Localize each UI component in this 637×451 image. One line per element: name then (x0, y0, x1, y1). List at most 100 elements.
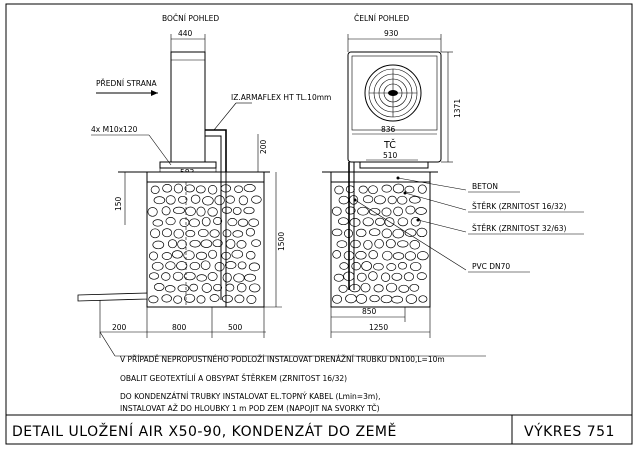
gravel-stone (150, 228, 161, 239)
gravel-stone (177, 284, 190, 293)
gravel-stone (332, 294, 343, 304)
gravel-stone (333, 273, 344, 282)
gravel-stone (184, 184, 195, 193)
label-pvc: PVC DN70 (472, 262, 510, 271)
gravel-stone (392, 183, 405, 194)
note-line-4: INSTALOVAT AŽ DO HLOUBKY 1 m POD ZEM (NA… (120, 404, 380, 413)
svg-text:1250: 1250 (369, 323, 388, 332)
gravel-stone (212, 239, 223, 248)
gravel-stone (368, 185, 378, 195)
dim-side-bottom: 200 800 500 (99, 300, 266, 338)
gravel-stone (416, 272, 427, 280)
gravel-stone (185, 206, 196, 216)
gravel-stone (167, 239, 178, 249)
dim-front-pipe: 850 (331, 307, 406, 322)
gravel-stone (233, 273, 245, 283)
title-block: DETAIL ULOŽENÍ AIR X50-90, KONDENZÁT DO … (6, 414, 632, 444)
gravel-stone (222, 229, 232, 238)
gravel-stone (374, 238, 384, 249)
gravel-stone (362, 217, 374, 227)
gravel-stone (173, 295, 183, 304)
gravel-stone (164, 285, 176, 293)
gravel-stone (345, 185, 355, 194)
gravel-stone (393, 206, 403, 217)
gravel-stone (161, 228, 173, 238)
gravel-stone (234, 185, 244, 193)
gravel-stone (398, 284, 410, 293)
gravel-stone (405, 205, 416, 215)
gravel-stone (236, 240, 247, 249)
gravel-stone (150, 185, 160, 194)
gravel-stone (334, 185, 344, 195)
svg-text:836: 836 (381, 125, 396, 134)
fan-icon (364, 64, 422, 122)
gravel-stone (361, 261, 372, 271)
gravel-stone (404, 251, 416, 261)
label-gravel-fine: ŠTĚRK (ZRNITOST 16/32) (472, 202, 567, 211)
gravel-stone (368, 271, 378, 281)
notes: V PŘÍPADĚ NEPROPUSTNÉHO PODLOŽÍ INSTALOV… (99, 331, 486, 413)
gravel-stone (244, 273, 257, 282)
front-base-plate (359, 161, 429, 169)
gravel-stone (375, 217, 385, 226)
svg-text:800: 800 (172, 323, 187, 332)
gravel-stone (339, 262, 349, 270)
gravel-stone (197, 228, 209, 238)
gravel-stone (381, 272, 391, 282)
gravel-stone (196, 274, 207, 282)
gravel-stone (369, 294, 380, 303)
gravel-stone (369, 228, 381, 237)
gravel-stone (207, 185, 218, 195)
gravel-stone (209, 229, 220, 238)
sheet-frame (5, 3, 633, 445)
gravel-stone (190, 194, 201, 204)
gravel-stone (213, 283, 223, 292)
svg-text:440: 440 (178, 29, 193, 38)
gravel-stone (409, 196, 421, 204)
gravel-stone (386, 263, 397, 271)
gravel-stone (356, 272, 367, 282)
gravel-stone (171, 250, 183, 259)
gravel-stone (225, 238, 236, 249)
gravel-stone (207, 207, 218, 217)
gravel-stone (189, 283, 199, 292)
gravel-stone (397, 240, 409, 248)
gravel-stone (349, 283, 361, 293)
svg-text:510: 510 (383, 151, 398, 160)
gravel-stone (153, 196, 166, 205)
gravel-stone (243, 206, 255, 215)
gravel-stone (397, 262, 408, 270)
gravel-stone (249, 283, 261, 293)
gravel-stone (208, 249, 218, 259)
dim-side-offset: 200 (257, 134, 268, 172)
gravel-stone (195, 251, 208, 260)
svg-text:930: 930 (384, 29, 399, 38)
drawing-title: DETAIL ULOŽENÍ AIR X50-90, KONDENZÁT DO … (12, 422, 397, 440)
gravel-stone (207, 272, 218, 281)
dim-side-depth: 1500 (264, 172, 286, 308)
gravel-stone (410, 261, 422, 272)
gravel-stone (184, 293, 196, 303)
gravel-stone (373, 195, 386, 205)
gravel-stone (392, 228, 405, 239)
front-view: ČELNÍ POHLED 930 1371 (322, 14, 584, 338)
gravel-stone (355, 228, 367, 238)
svg-text:500: 500 (228, 323, 243, 332)
gravel-stone (227, 218, 238, 227)
gravel-stone (201, 283, 212, 293)
gravel-stone (172, 271, 184, 281)
gravel-stone (147, 207, 158, 217)
gravel-stone (201, 216, 211, 227)
gravel-stone (410, 217, 421, 227)
gravel-stone (178, 195, 188, 204)
gravel-stone (338, 195, 349, 205)
gravel-stone (165, 261, 176, 270)
gravel-stone (386, 282, 398, 293)
gravel-stone (196, 295, 206, 304)
gravel-stone (232, 206, 242, 215)
side-gravel-stones (147, 183, 262, 304)
gravel-stone (331, 206, 342, 216)
gravel-stone (405, 294, 418, 304)
side-view: BOČNÍ POHLED 440 PŘEDNÍ STRANA IZ.ARMAFL… (77, 14, 331, 338)
gravel-stone (225, 261, 237, 270)
